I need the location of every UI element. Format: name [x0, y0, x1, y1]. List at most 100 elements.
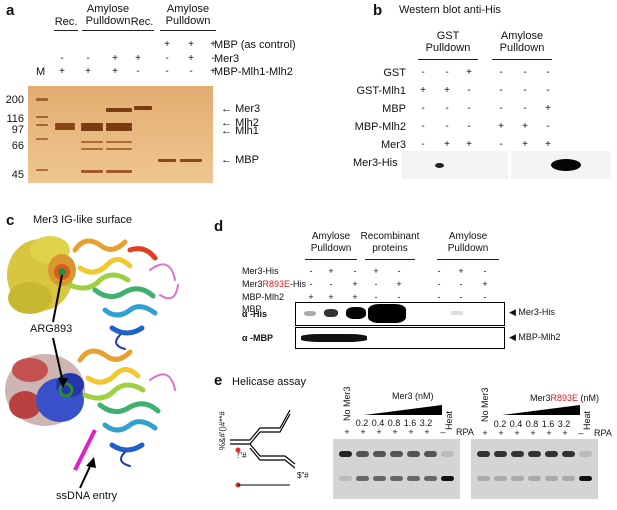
gel-band — [134, 106, 152, 110]
sign-cell: - — [445, 121, 449, 132]
enzyme-prefix: Mer3 — [530, 393, 551, 403]
condition-label: Mer3 — [214, 53, 240, 65]
concentration-value: 3.2 — [557, 419, 571, 429]
concentration-value: 0.2 — [493, 419, 507, 429]
panel-a-group-header: Amylose Pulldown — [165, 3, 211, 27]
gel-band — [55, 123, 75, 127]
ribbon-bottom — [77, 348, 176, 467]
rpa-sign: + — [530, 428, 536, 438]
substrate-diagram — [230, 409, 296, 488]
sign-cell: + — [458, 266, 464, 276]
surface-top — [7, 236, 76, 314]
gel-band — [528, 476, 541, 481]
helicase-gel-image — [333, 439, 460, 499]
gel-band — [356, 451, 369, 457]
rpa-sign: – — [440, 427, 446, 437]
gel-band — [390, 476, 403, 481]
enzyme-title: Mer3R893E (nM) — [530, 393, 599, 403]
concentration-value: 0.8 — [387, 418, 401, 428]
gel-band — [339, 451, 352, 457]
mw-tick-label: 66 — [11, 140, 24, 152]
ribbon-top — [67, 238, 179, 350]
concentration-value: 1.6 — [403, 418, 417, 428]
group-underline — [365, 259, 415, 260]
enzyme-prefix: Mer3 — [392, 391, 413, 401]
his-blot-result: ◀ Mer3-His — [509, 307, 555, 317]
helicase-gel-image — [471, 439, 598, 499]
sign-cell: + — [112, 66, 118, 77]
panel-d-label: d — [214, 218, 224, 235]
sign-cell: - — [459, 279, 463, 289]
row-label: MBP — [382, 103, 406, 115]
sign-cell: - — [523, 67, 527, 78]
sign-cell: + — [85, 66, 91, 77]
sign-cell: - — [467, 121, 471, 132]
sign-cell: - — [499, 85, 503, 96]
substrate-sub: !"# — [237, 451, 247, 460]
sign-cell: + — [545, 139, 551, 150]
sign-cell: + — [188, 53, 194, 64]
gel-band — [528, 451, 541, 457]
panel-d-group-header: Amylose Pulldown — [310, 231, 352, 254]
gel-band — [373, 451, 386, 457]
concentration-value: 3.2 — [419, 418, 433, 428]
sign-cell: - — [421, 103, 425, 114]
panel-b-label: b — [373, 2, 383, 19]
sign-cell: + — [444, 85, 450, 96]
sign-cell: - — [86, 53, 90, 64]
sign-cell: - — [459, 292, 463, 302]
panel-d-group-header: Amylose Pulldown — [447, 231, 489, 254]
gel-band — [106, 123, 132, 127]
sign-cell: - — [445, 67, 449, 78]
sign-cell: - — [397, 266, 401, 276]
sign-cell: - — [211, 53, 215, 64]
panel-d-group-header: Recombinant proteins — [360, 231, 420, 254]
gel-band — [36, 98, 48, 101]
rpa-sign: + — [514, 428, 520, 438]
sign-cell: - — [523, 85, 527, 96]
blot-band — [435, 163, 444, 168]
row-label-suffix: -His — [290, 279, 307, 289]
sign-cell: + — [328, 266, 334, 276]
rpa-sign: + — [424, 427, 430, 437]
band-label-text: Mer3 — [235, 103, 261, 115]
concentration-value: 0.4 — [509, 419, 523, 429]
arg893-label: ARG893 — [30, 323, 73, 335]
rpa-label: RPA — [456, 427, 474, 437]
group-underline — [82, 30, 134, 31]
gel-band — [494, 476, 507, 481]
row-label: MBP-Mlh2 — [354, 121, 406, 133]
group-underline — [437, 259, 499, 260]
sign-cell: + — [482, 279, 488, 289]
sign-cell: - — [136, 66, 140, 77]
sign-cell: + — [420, 85, 426, 96]
protein-structure-figure — [5, 236, 179, 489]
rpa-sign: + — [546, 428, 552, 438]
concentration-wedge — [364, 405, 442, 415]
sign-cell: - — [546, 85, 550, 96]
sign-cell: - — [445, 103, 449, 114]
gel-band — [81, 123, 103, 127]
row-label: Mer3-His — [242, 266, 279, 276]
panel-b-group-header: GST Pulldown — [425, 30, 471, 54]
gel-band — [373, 476, 386, 481]
mw-tick-label: 200 — [5, 94, 24, 106]
concentration-value: 0.2 — [355, 418, 369, 428]
panel-a-label: a — [6, 2, 15, 19]
gel-band — [407, 451, 420, 457]
sign-cell: - — [374, 292, 378, 302]
band-label-text: Mlh2 — [235, 117, 259, 129]
rpa-label: RPA — [594, 428, 612, 438]
gel-band — [180, 159, 202, 162]
substrate-sub2: $"# — [297, 471, 309, 480]
sign-cell: - — [165, 66, 169, 77]
gel-band — [407, 476, 420, 481]
row-label: Mer3 — [380, 139, 406, 151]
sign-cell: - — [499, 67, 503, 78]
sign-cell: - — [437, 266, 441, 276]
enzyme-title: Mer3 (nM) — [392, 391, 434, 401]
sign-cell: - — [397, 292, 401, 302]
gel-band — [562, 451, 575, 457]
sign-cell: + — [135, 53, 141, 64]
enzyme-mutation: R893E — [550, 393, 579, 403]
